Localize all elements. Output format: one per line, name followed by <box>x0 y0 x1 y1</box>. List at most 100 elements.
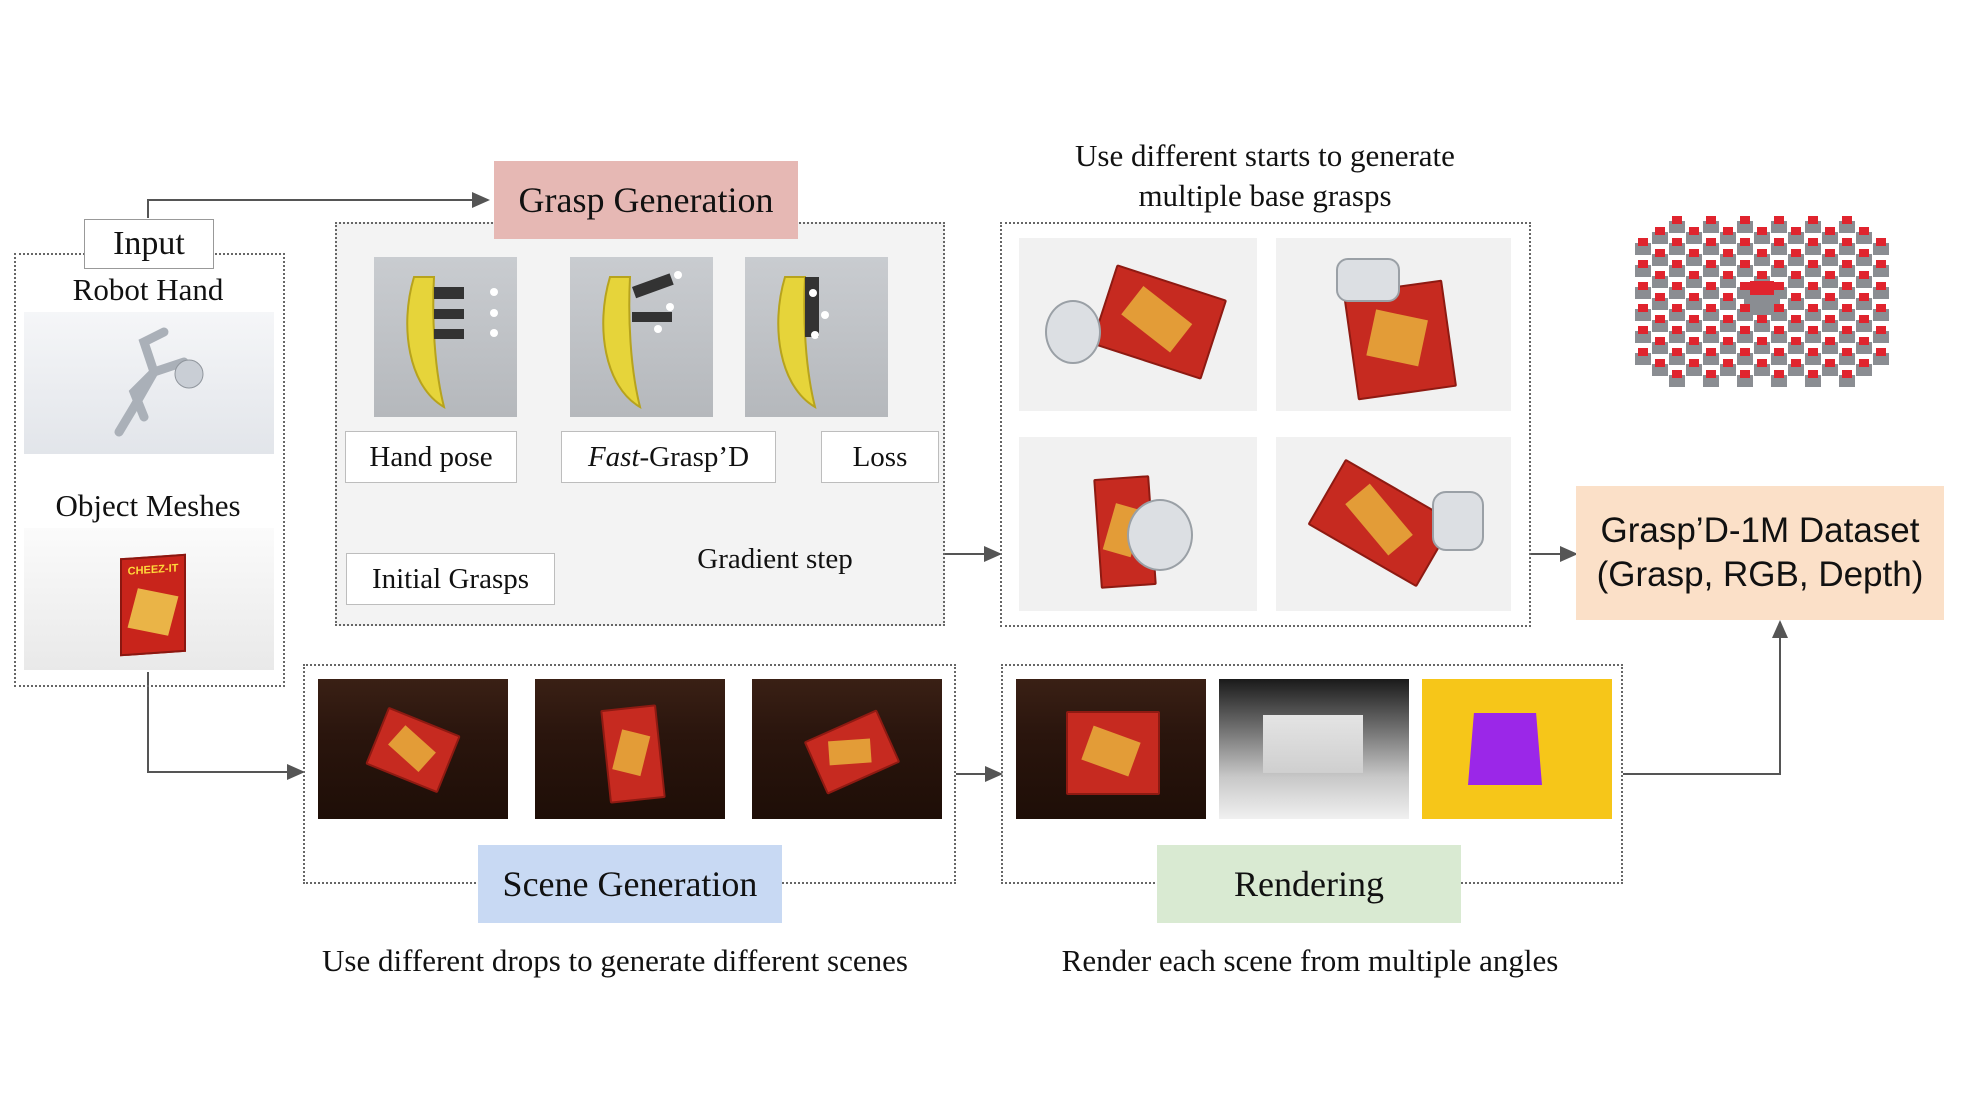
arrow-render-to-dataset <box>1623 620 1788 775</box>
grid-object <box>1808 370 1818 378</box>
object-mesh-image: CHEEZ-IT <box>24 528 274 670</box>
input-label: Input <box>113 225 185 262</box>
grid-object <box>1791 337 1801 345</box>
scene-generation-caption: Use different drops to generate differen… <box>322 943 908 978</box>
grid-object <box>1808 216 1818 224</box>
grid-object <box>1689 315 1699 323</box>
grid-object <box>1740 370 1750 378</box>
grid-object <box>1672 326 1682 334</box>
grid-object <box>1842 238 1852 246</box>
initial-grasps-label: Initial Grasps <box>371 562 530 595</box>
scene-generation-title: Scene Generation <box>502 864 758 904</box>
grid-object <box>1672 260 1682 268</box>
grid-object <box>1825 293 1835 301</box>
grid-object <box>1757 359 1767 367</box>
base-grasp-image-3 <box>1019 437 1257 611</box>
input-label-box: Input <box>84 219 214 269</box>
grid-object <box>1757 227 1767 235</box>
grid-object <box>1757 271 1767 279</box>
arrow-input-to-grasp <box>147 192 490 218</box>
grid-object <box>1774 238 1784 246</box>
hand-pose-label: Hand pose <box>369 440 493 473</box>
grid-object <box>1859 249 1869 257</box>
grid-object <box>1638 304 1648 312</box>
grid-object <box>1706 348 1716 356</box>
grid-object <box>1859 293 1869 301</box>
initial-grasps-box: Initial Grasps <box>346 553 555 605</box>
base-grasp-image-1 <box>1019 238 1257 411</box>
grid-object <box>1808 304 1818 312</box>
grid-object <box>1689 359 1699 367</box>
grid-object <box>1757 315 1767 323</box>
grid-object <box>1825 271 1835 279</box>
base-grasps-caption-1: Use different starts to generate <box>1075 138 1455 173</box>
grid-object <box>1723 249 1733 257</box>
grid-object <box>1706 216 1716 224</box>
grid-object <box>1825 359 1835 367</box>
grid-object <box>1689 271 1699 279</box>
grid-object <box>1638 238 1648 246</box>
dataset-subtitle: (Grasp, RGB, Depth) <box>1596 555 1924 594</box>
grid-object <box>1689 293 1699 301</box>
grid-object <box>1740 348 1750 356</box>
grid-object <box>1723 227 1733 235</box>
grid-object <box>1638 326 1648 334</box>
grid-object <box>1825 227 1835 235</box>
grid-object <box>1791 227 1801 235</box>
grid-object <box>1876 238 1886 246</box>
hand-pose-box: Hand pose <box>345 431 517 483</box>
grid-object <box>1750 281 1774 295</box>
banana-image-1 <box>374 257 517 417</box>
grid-object <box>1842 304 1852 312</box>
grid-object <box>1825 337 1835 345</box>
grid-object <box>1842 260 1852 268</box>
grid-object <box>1808 260 1818 268</box>
grid-object <box>1706 238 1716 246</box>
grid-object <box>1774 326 1784 334</box>
grid-object <box>1672 238 1682 246</box>
grid-object <box>1723 293 1733 301</box>
grid-object <box>1672 304 1682 312</box>
scene-image-2 <box>535 679 725 819</box>
grid-object <box>1672 216 1682 224</box>
grid-object <box>1638 348 1648 356</box>
grid-object <box>1638 282 1648 290</box>
loss-label: Loss <box>852 440 908 473</box>
grid-object <box>1757 249 1767 257</box>
rendering-banner: Rendering <box>1157 845 1461 923</box>
grid-object <box>1706 370 1716 378</box>
base-grasps-caption-2: multiple base grasps <box>1138 178 1392 213</box>
grid-object <box>1859 315 1869 323</box>
grid-object <box>1672 282 1682 290</box>
grid-object <box>1791 271 1801 279</box>
grid-object <box>1672 348 1682 356</box>
grid-object <box>1791 249 1801 257</box>
dataset-box: Grasp’D-1M Dataset (Grasp, RGB, Depth) <box>1576 486 1944 620</box>
grid-object <box>1740 216 1750 224</box>
banana-image-2 <box>570 257 713 417</box>
base-grasp-image-4 <box>1276 437 1511 611</box>
object-meshes-label: Object Meshes <box>55 488 241 523</box>
grid-object <box>1655 271 1665 279</box>
grid-object <box>1706 282 1716 290</box>
grid-object <box>1723 271 1733 279</box>
grid-object <box>1808 282 1818 290</box>
grid-object <box>1791 359 1801 367</box>
grid-object <box>1842 326 1852 334</box>
dataset-grid-image <box>1540 155 1985 480</box>
scene-generation-banner: Scene Generation <box>478 845 782 923</box>
grid-object <box>1723 337 1733 345</box>
dataset-title: Grasp’D-1M Dataset <box>1600 511 1920 550</box>
grid-object <box>1876 348 1886 356</box>
grid-object <box>1859 337 1869 345</box>
cheezit-logo: CHEEZ-IT <box>127 562 179 578</box>
gradient-step-label: Gradient step <box>697 543 853 575</box>
grid-object <box>1740 282 1750 290</box>
rendering-caption: Render each scene from multiple angles <box>1061 943 1559 978</box>
grid-object <box>1842 282 1852 290</box>
base-grasp-image-2 <box>1276 238 1511 411</box>
grid-object <box>1842 348 1852 356</box>
grid-object <box>1842 216 1852 224</box>
grid-object <box>1655 315 1665 323</box>
grid-object <box>1808 326 1818 334</box>
